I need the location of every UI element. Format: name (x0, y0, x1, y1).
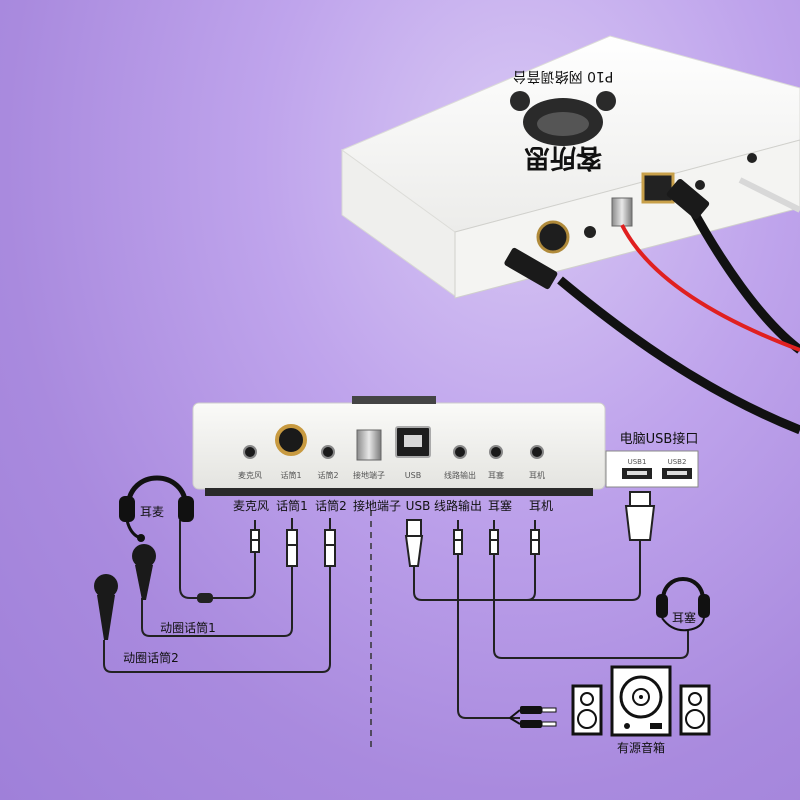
panel-label: 话筒2 (317, 470, 338, 480)
panel-label: 话筒1 (280, 470, 301, 480)
front-panel-foot (205, 488, 593, 496)
inline-control (197, 593, 213, 603)
panel-ground-terminal (356, 429, 382, 461)
cable-black-2 (686, 202, 800, 354)
device-3d-jack-mic2 (584, 226, 596, 238)
panel-jack-line-out (453, 445, 467, 459)
connector-label: 话筒1 (276, 498, 308, 513)
wire-earphone (526, 554, 536, 601)
plug-mic2 (324, 518, 336, 567)
plug-earphone (530, 520, 540, 555)
pc-usb-port1-tongue (627, 471, 647, 475)
connector-label: 耳机 (529, 499, 553, 513)
panel-jack-mic2 (321, 445, 335, 459)
rca-plugs-icon (509, 706, 557, 728)
wire-earbuds (493, 554, 689, 659)
device-3d-jack-line (695, 180, 705, 190)
connector-label: USB (406, 499, 431, 513)
wire-mic2 (103, 566, 331, 673)
panel-label: 耳机 (529, 470, 545, 480)
front-panel-knob-strip (352, 396, 436, 404)
connector-labels: 麦克风 话筒1 话筒2 接地端子 USB 线路输出 耳塞 耳机 (233, 498, 553, 513)
panel-jack-mic1 (275, 424, 307, 456)
device-logo-text: 客所思 (524, 142, 602, 173)
bear-logo-icon (510, 91, 616, 146)
wire-usb (413, 556, 641, 601)
mic1-label: 动圈话筒1 (160, 620, 216, 635)
wire-mic1 (141, 566, 293, 637)
panel-jack-earbuds (489, 445, 503, 459)
connector-label: 耳塞 (488, 498, 512, 513)
mic2-icon (94, 574, 118, 640)
panel-label: 接地端子 (353, 470, 385, 480)
connector-label: 接地端子 (353, 498, 401, 513)
pc-usb-port1-label: USB1 (628, 458, 647, 466)
wire-line-out (457, 554, 520, 719)
cable-plug-usb (666, 178, 710, 220)
device-3d-cables (504, 177, 800, 435)
device-3d-jack-mic1 (536, 220, 570, 254)
wire-headset (179, 520, 205, 599)
cable-black-1 (557, 276, 800, 435)
device-3d-usb-port (641, 172, 675, 204)
connector-label: 话筒2 (315, 498, 347, 513)
device-model-text: P10 网络调音台 (513, 68, 614, 85)
earbuds-label: 耳塞 (672, 610, 696, 625)
mic2-label: 动圈话筒2 (123, 650, 179, 665)
mic1-icon (132, 544, 156, 600)
connector-label: 线路输出 (434, 498, 482, 513)
panel-jack-earphone (530, 445, 544, 459)
cable-red (620, 224, 800, 352)
headset-label: 耳麦 (140, 505, 164, 519)
panel-label: 麦克风 (238, 470, 262, 480)
speakers-icon: 有源音箱 (571, 665, 711, 755)
plug-mic1 (286, 518, 298, 567)
pc-usb-title: 电脑USB接口 (620, 431, 699, 447)
panel-label: 耳塞 (488, 470, 504, 480)
plug-usb-a (624, 491, 656, 556)
plugs (250, 491, 656, 567)
cable-plug-1 (504, 247, 558, 290)
headset-icon: 耳麦 (119, 475, 194, 542)
plug-earbuds (489, 520, 499, 555)
connector-label: 麦克风 (233, 499, 269, 513)
panel-jack-mic (243, 445, 257, 459)
front-panel: 麦克风 话筒1 话筒2 接地端子 USB 线路输出 耳塞 耳机 (192, 396, 606, 496)
pc-usb: 电脑USB接口 USB1 USB2 (605, 431, 699, 488)
panel-label: USB (405, 471, 421, 480)
cable-white (738, 177, 800, 213)
device-3d: P10 网络调音台 客所思 (340, 35, 800, 299)
speakers-label: 有源音箱 (617, 740, 665, 755)
plug-usb-b (404, 519, 424, 567)
wire-mic (205, 552, 256, 599)
plug-line-out (453, 520, 463, 555)
device-3d-ground-terminal (611, 197, 633, 227)
panel-usb-port-inner (404, 435, 422, 447)
earbuds-icon: 耳塞 (656, 577, 710, 632)
plug-mic (250, 520, 260, 553)
pc-usb-port2-tongue (667, 471, 687, 475)
device-3d-jack-earphone (747, 153, 757, 163)
panel-label: 线路输出 (444, 470, 476, 480)
wires (103, 520, 689, 719)
pc-usb-port2-label: USB2 (668, 458, 687, 466)
